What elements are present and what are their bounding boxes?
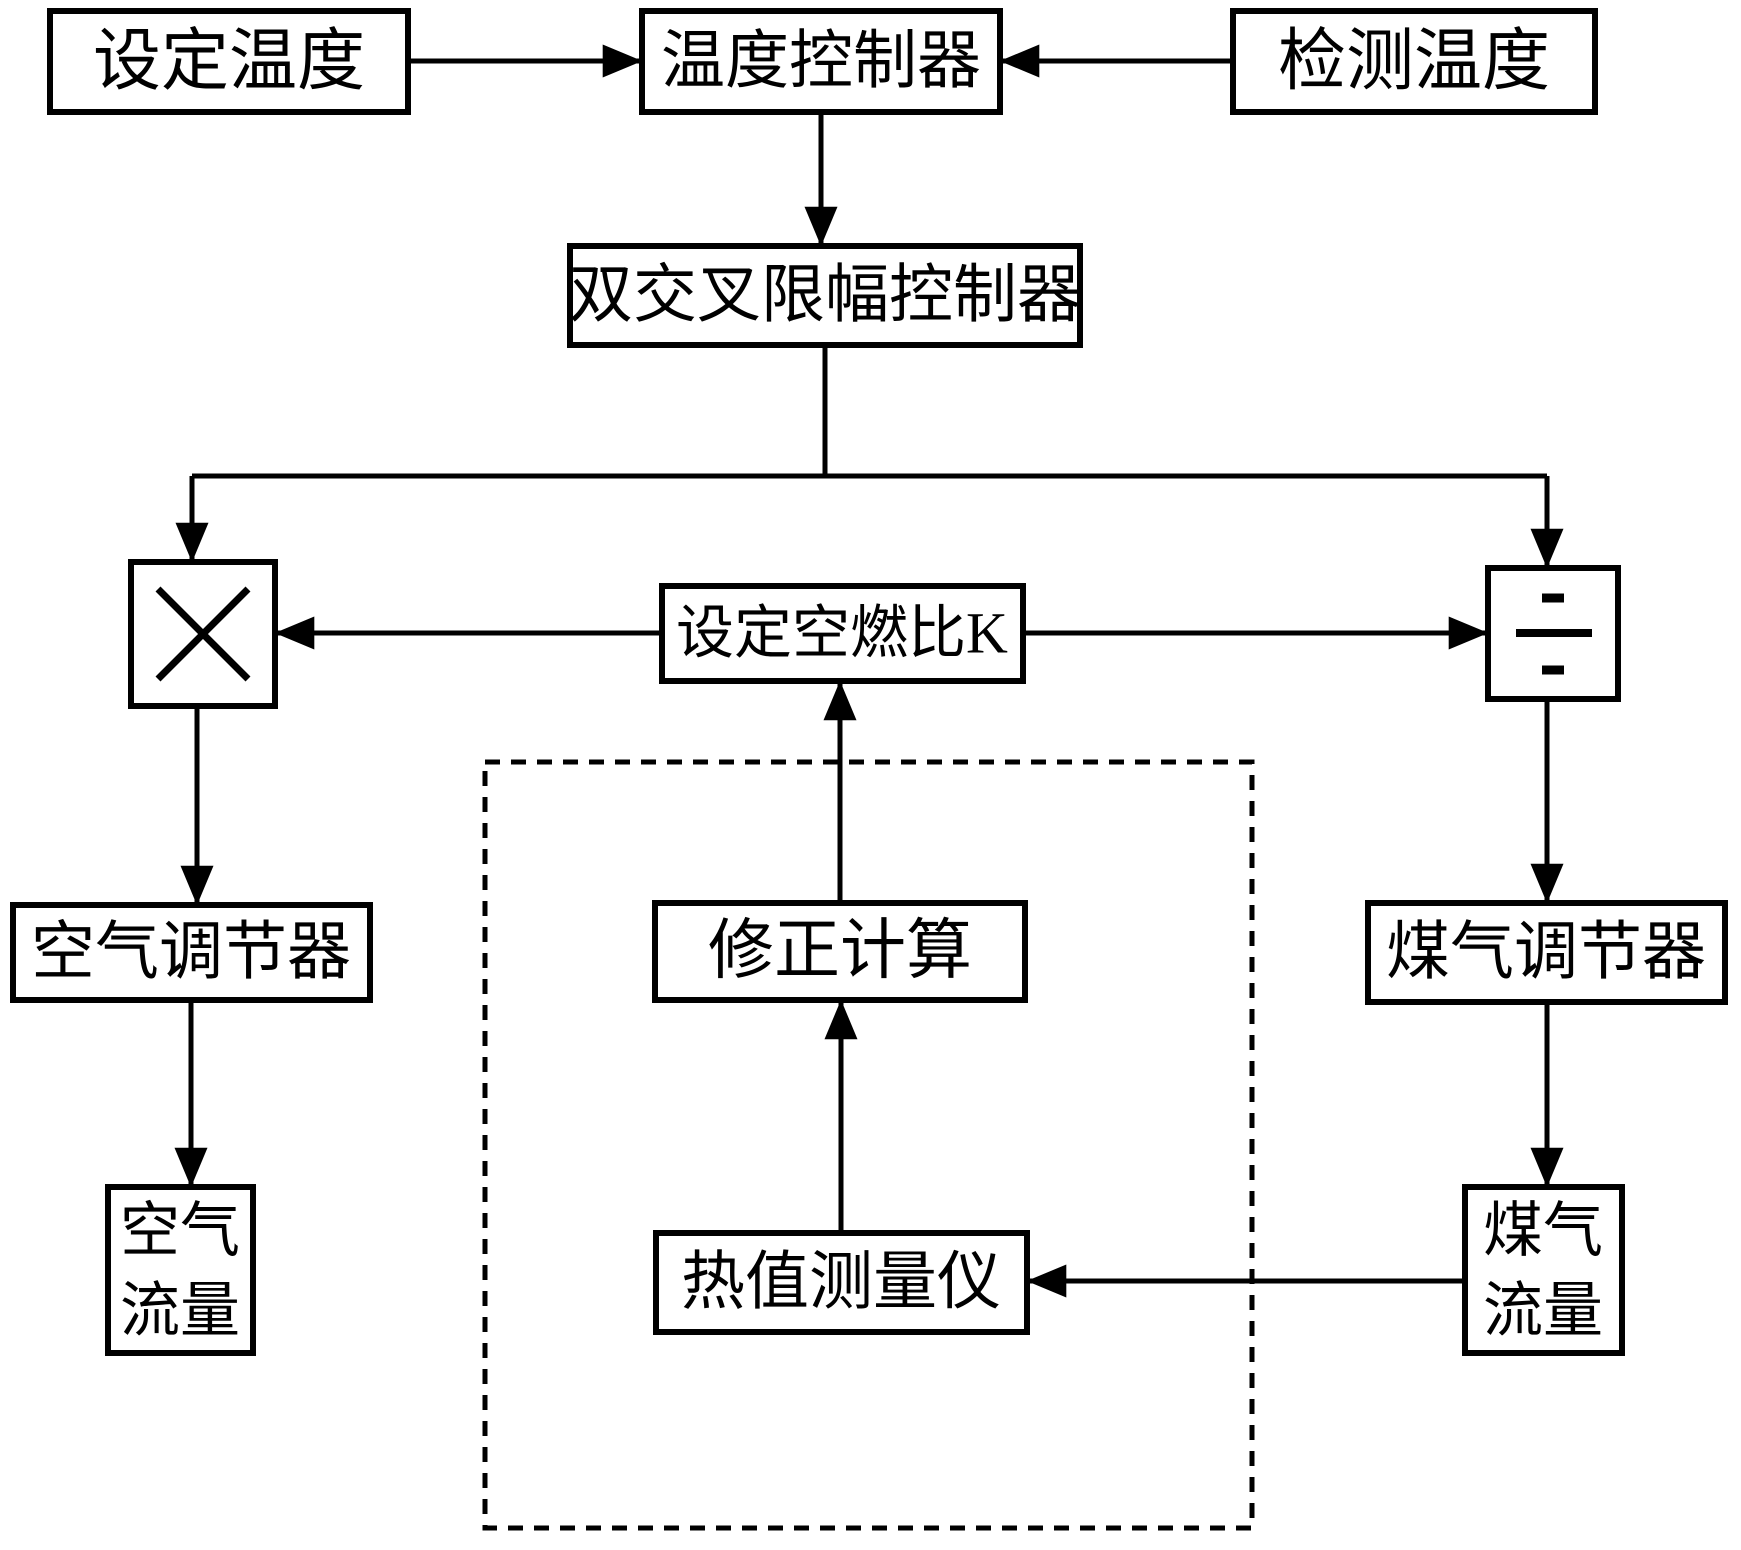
node-gas-regulator-box [1365,900,1728,1005]
node-temp-controller: 温度控制器 [639,8,1003,115]
node-cross-limiter-label: 双交叉限幅控制器 [569,260,1081,331]
dashed-subsystem-boundary [482,759,1255,1531]
node-correction-box [652,900,1028,1003]
node-gas-regulator-label: 煤气调节器 [1386,917,1706,988]
node-calorimeter-box [653,1230,1030,1335]
node-detect-temp: 检测温度 [1230,8,1598,115]
node-calorimeter: 热值测量仪 [653,1230,1030,1335]
multiply-icon [155,586,251,682]
node-ratio-k: 设定空燃比K [659,583,1026,684]
node-air-flow-label-line1: 空气 [120,1198,240,1264]
node-air-flow-box [105,1184,256,1356]
node-ratio-k-label: 设定空燃比K [676,601,1008,666]
node-cross-limiter-box [567,243,1083,348]
node-cross-limiter: 双交叉限幅控制器 [567,243,1083,348]
node-temp-controller-box [639,8,1003,115]
node-air-regulator: 空气调节器 [10,902,373,1003]
node-detect-temp-label: 检测温度 [1278,23,1550,99]
node-gas-flow-box [1462,1184,1625,1356]
node-gas-flow-label-line2: 流量 [1483,1278,1603,1344]
node-correction-label: 修正计算 [708,915,972,988]
node-air-regulator-box [10,902,373,1003]
node-gas-regulator: 煤气调节器 [1365,900,1728,1005]
node-ratio-k-box [659,583,1026,684]
node-divider [1485,565,1621,702]
node-multiplier [128,559,278,709]
node-temp-controller-label: 温度控制器 [661,26,981,97]
node-air-flow: 空气 流量 [105,1184,256,1356]
node-detect-temp-box [1230,8,1598,115]
node-set-temp-box [47,8,411,115]
node-air-flow-label-line2: 流量 [120,1278,240,1344]
node-correction: 修正计算 [652,900,1028,1003]
node-air-regulator-label: 空气调节器 [31,917,351,988]
connectors [174,44,1564,1298]
node-set-temp-label: 设定温度 [93,23,365,99]
divide-icon [1516,593,1592,675]
node-set-temp: 设定温度 [47,8,411,115]
node-calorimeter-label: 热值测量仪 [681,1247,1001,1318]
node-gas-flow: 煤气 流量 [1462,1184,1625,1356]
node-gas-flow-label-line1: 煤气 [1483,1198,1603,1264]
